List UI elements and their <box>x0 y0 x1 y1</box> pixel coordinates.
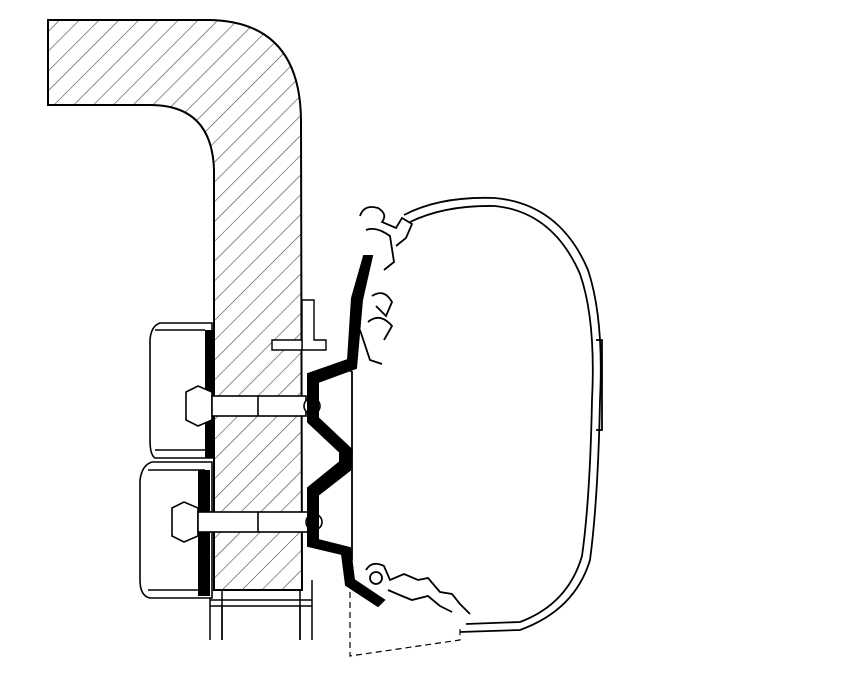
dashed-lower-profile-outline <box>349 592 461 657</box>
awning-cassette-housing <box>345 196 603 633</box>
vehicle-roof-wall-section <box>47 19 304 591</box>
bolt-lower <box>171 501 323 543</box>
wall-clip <box>271 299 327 351</box>
lower-extrusion-profile <box>209 580 313 640</box>
mounting-adapter-profile <box>307 255 386 608</box>
